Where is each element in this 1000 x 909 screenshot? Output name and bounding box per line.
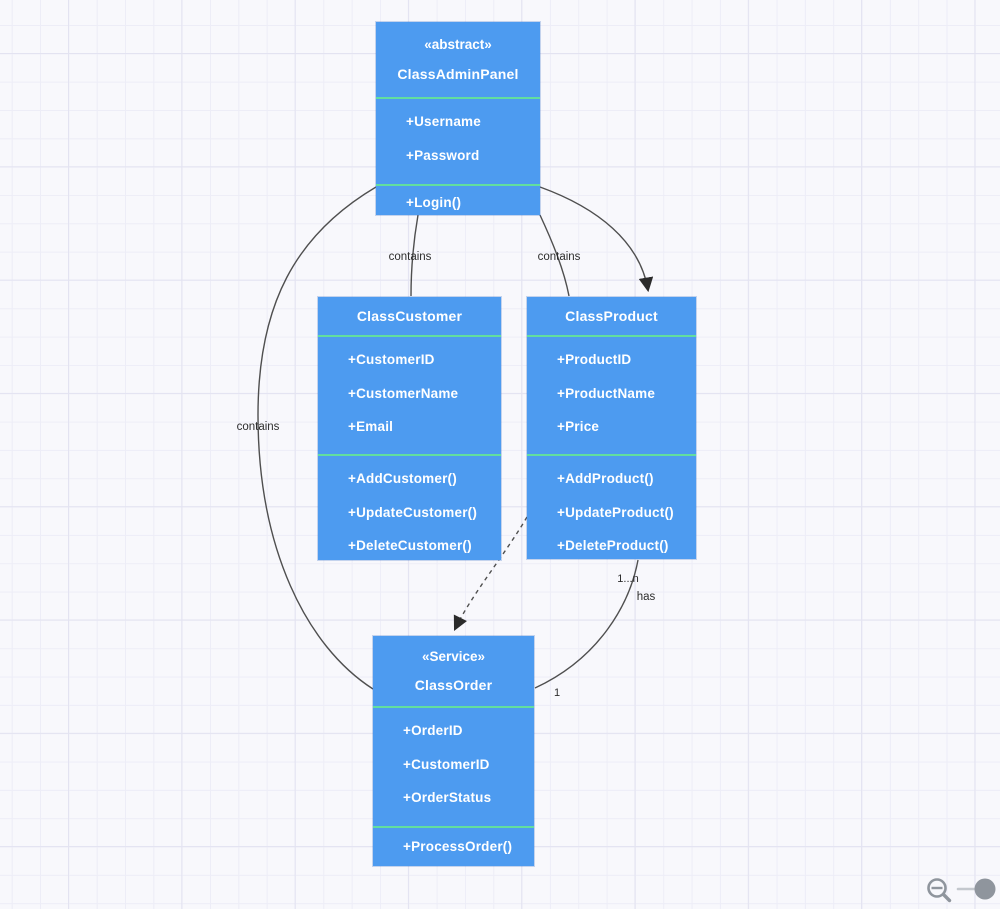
attributes-section: +OrderID +CustomerID +OrderStatus <box>373 708 534 826</box>
zoom-out-icon[interactable] <box>927 878 952 903</box>
class-stereotype: «abstract» <box>424 36 492 52</box>
attribute-row: +OrderStatus <box>403 790 492 805</box>
attribute-row: +ProductName <box>557 385 656 401</box>
section-divider <box>373 706 534 708</box>
class-box-customer[interactable]: ClassCustomer +CustomerID +CustomerName … <box>318 297 501 560</box>
attributes-section: +ProductID +ProductName +Price <box>527 337 696 454</box>
class-header: «abstract» ClassAdminPanel <box>376 22 540 97</box>
section-divider <box>527 335 696 337</box>
attributes-section: +CustomerID +CustomerName +Email <box>318 337 501 454</box>
method-row: +DeleteCustomer() <box>348 538 472 553</box>
edge-label-contains-admin-order[interactable]: contains <box>236 421 280 433</box>
class-name: ClassAdminPanel <box>397 66 519 83</box>
edge-admin-customer[interactable] <box>410 214 419 297</box>
attribute-row: +Username <box>406 114 481 129</box>
methods-section: +ProcessOrder() <box>373 828 534 866</box>
class-box-order[interactable]: «Service» ClassOrder +OrderID +CustomerI… <box>373 636 534 866</box>
methods-section: +AddCustomer() +UpdateCustomer() +Delete… <box>318 456 501 563</box>
method-row: +UpdateProduct() <box>557 504 674 520</box>
class-stereotype: «Service» <box>421 649 486 664</box>
attribute-row: +CustomerName <box>348 385 459 401</box>
edge-product-order-has[interactable] <box>534 559 639 689</box>
attributes-section: +Username +Password <box>376 99 540 184</box>
method-row: +Login() <box>406 195 462 210</box>
method-row: +DeleteProduct() <box>557 538 669 553</box>
section-divider <box>376 184 540 186</box>
edge-label-multiplicity-1[interactable]: 1 <box>553 687 561 699</box>
attribute-row: +Price <box>557 419 600 434</box>
section-divider <box>527 454 696 456</box>
edge-label-has[interactable]: has <box>636 591 656 603</box>
method-row: +UpdateCustomer() <box>348 504 478 520</box>
methods-section: +Login() <box>376 186 540 220</box>
class-box-admin-panel[interactable]: «abstract» ClassAdminPanel +Username +Pa… <box>376 22 540 215</box>
method-row: +ProcessOrder() <box>403 839 513 855</box>
class-box-product[interactable]: ClassProduct +ProductID +ProductName +Pr… <box>527 297 696 559</box>
attribute-row: +OrderID <box>403 723 463 738</box>
class-header: «Service» ClassOrder <box>373 636 534 706</box>
edge-label-contains-admin-product[interactable]: contains <box>537 251 581 263</box>
attribute-row: +CustomerID <box>348 352 435 367</box>
zoom-widget <box>927 878 996 903</box>
attribute-row: +Email <box>348 419 394 434</box>
zoom-slider-handle <box>974 878 996 900</box>
method-row: +AddProduct() <box>557 471 654 486</box>
edge-admin-product[interactable] <box>539 214 570 297</box>
attribute-row: +ProductID <box>557 352 632 367</box>
class-header: ClassCustomer <box>318 297 501 335</box>
class-header: ClassProduct <box>527 297 696 335</box>
edge-admin-product-arrow[interactable] <box>539 186 654 293</box>
section-divider <box>318 454 501 456</box>
edge-label-contains-admin-customer[interactable]: contains <box>388 251 432 263</box>
methods-section: +AddProduct() +UpdateProduct() +DeletePr… <box>527 456 696 563</box>
attribute-row: +Password <box>406 147 480 163</box>
section-divider <box>318 335 501 337</box>
class-name: ClassProduct <box>565 308 658 324</box>
edge-admin-order[interactable] <box>257 186 377 690</box>
section-divider <box>373 826 534 828</box>
zoom-slider[interactable] <box>956 878 996 900</box>
edge-label-multiplicity-1n[interactable]: 1...n <box>617 573 639 585</box>
class-name: ClassOrder <box>414 677 493 693</box>
class-name: ClassCustomer <box>356 308 463 324</box>
method-row: +AddCustomer() <box>348 471 457 486</box>
section-divider <box>376 97 540 99</box>
attribute-row: +CustomerID <box>403 756 490 772</box>
